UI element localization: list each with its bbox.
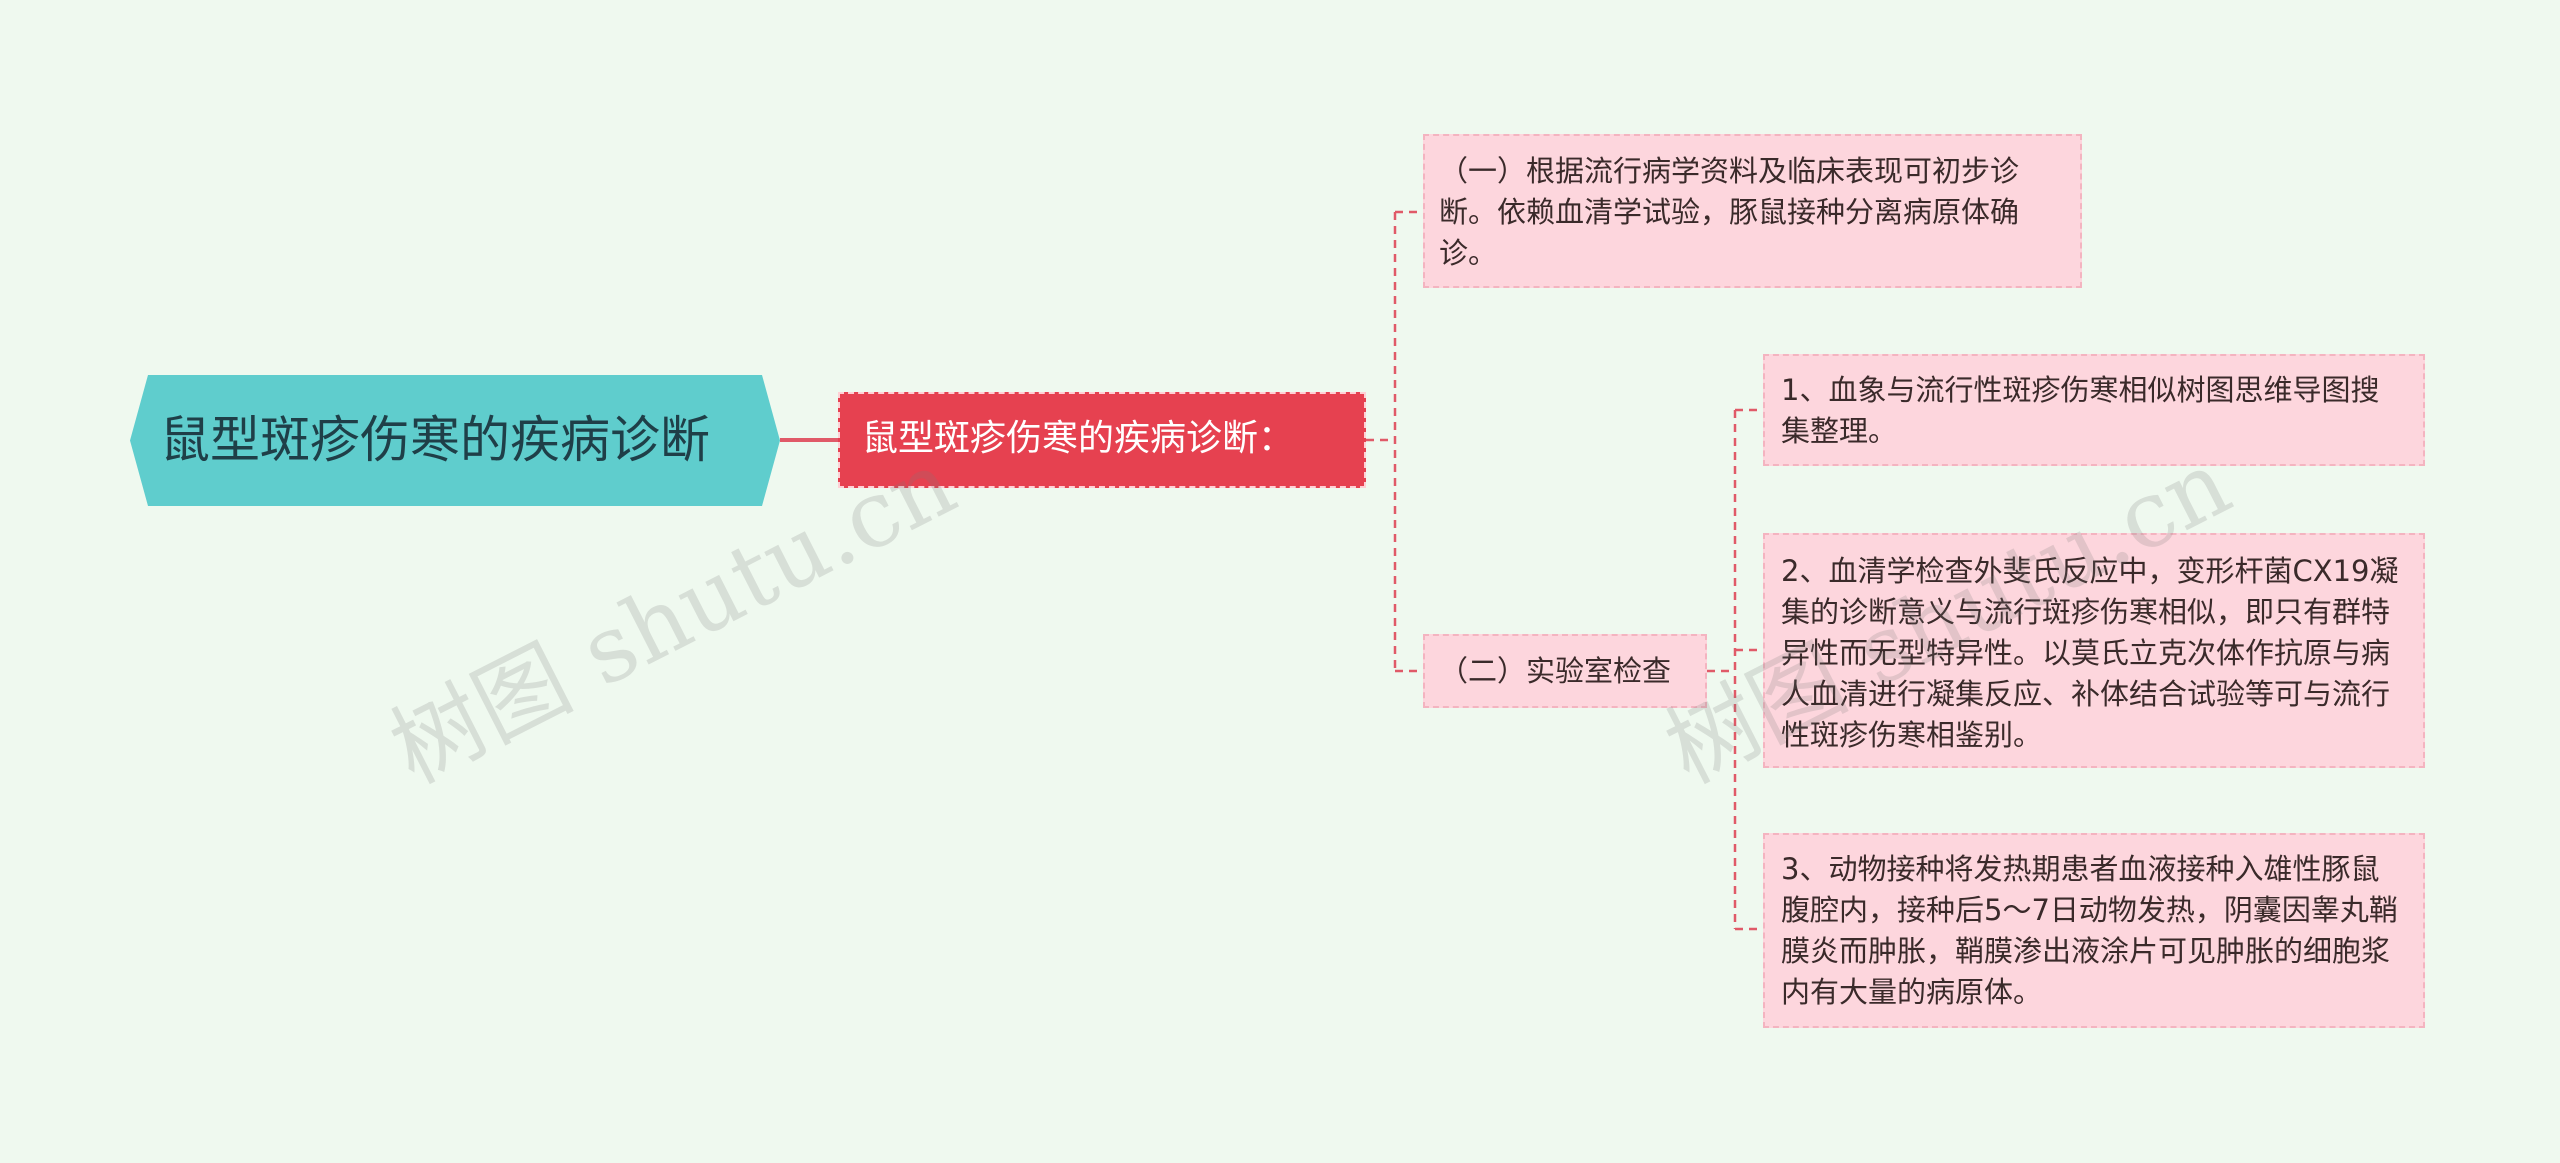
root-topic[interactable]: 鼠型斑疹伤寒的疾病诊断	[130, 375, 780, 506]
leaf-label: 1、血象与流行性斑疹伤寒相似树图思维导图搜集整理。	[1781, 373, 2380, 448]
sub-branch-connector	[1707, 408, 1763, 931]
branch-label: （一）根据流行病学资料及临床表现可初步诊断。依赖血清学试验，豚鼠接种分离病原体确…	[1439, 154, 2020, 270]
leaf-blood-picture[interactable]: 1、血象与流行性斑疹伤寒相似树图思维导图搜集整理。	[1763, 354, 2425, 466]
main-topic[interactable]: 鼠型斑疹伤寒的疾病诊断：	[838, 392, 1366, 488]
leaf-serology[interactable]: 2、血清学检查外斐氏反应中，变形杆菌CX19凝集的诊断意义与流行斑疹伤寒相似，即…	[1763, 533, 2425, 768]
leaf-animal-inoculation[interactable]: 3、动物接种将发热期患者血液接种入雄性豚鼠腹腔内，接种后5～7日动物发热，阴囊因…	[1763, 833, 2425, 1028]
leaf-label: 3、动物接种将发热期患者血液接种入雄性豚鼠腹腔内，接种后5～7日动物发热，阴囊因…	[1781, 852, 2398, 1009]
branch-label: （二）实验室检查	[1439, 654, 1672, 688]
branch-lab-tests[interactable]: （二）实验室检查	[1423, 634, 1707, 708]
leaf-label: 2、血清学检查外斐氏反应中，变形杆菌CX19凝集的诊断意义与流行斑疹伤寒相似，即…	[1781, 554, 2399, 752]
branch-diagnosis-basis[interactable]: （一）根据流行病学资料及临床表现可初步诊断。依赖血清学试验，豚鼠接种分离病原体确…	[1423, 134, 2082, 288]
main-branch-connector	[1366, 210, 1423, 673]
main-topic-label: 鼠型斑疹伤寒的疾病诊断：	[862, 418, 1295, 459]
root-topic-label: 鼠型斑疹伤寒的疾病诊断	[160, 411, 710, 469]
